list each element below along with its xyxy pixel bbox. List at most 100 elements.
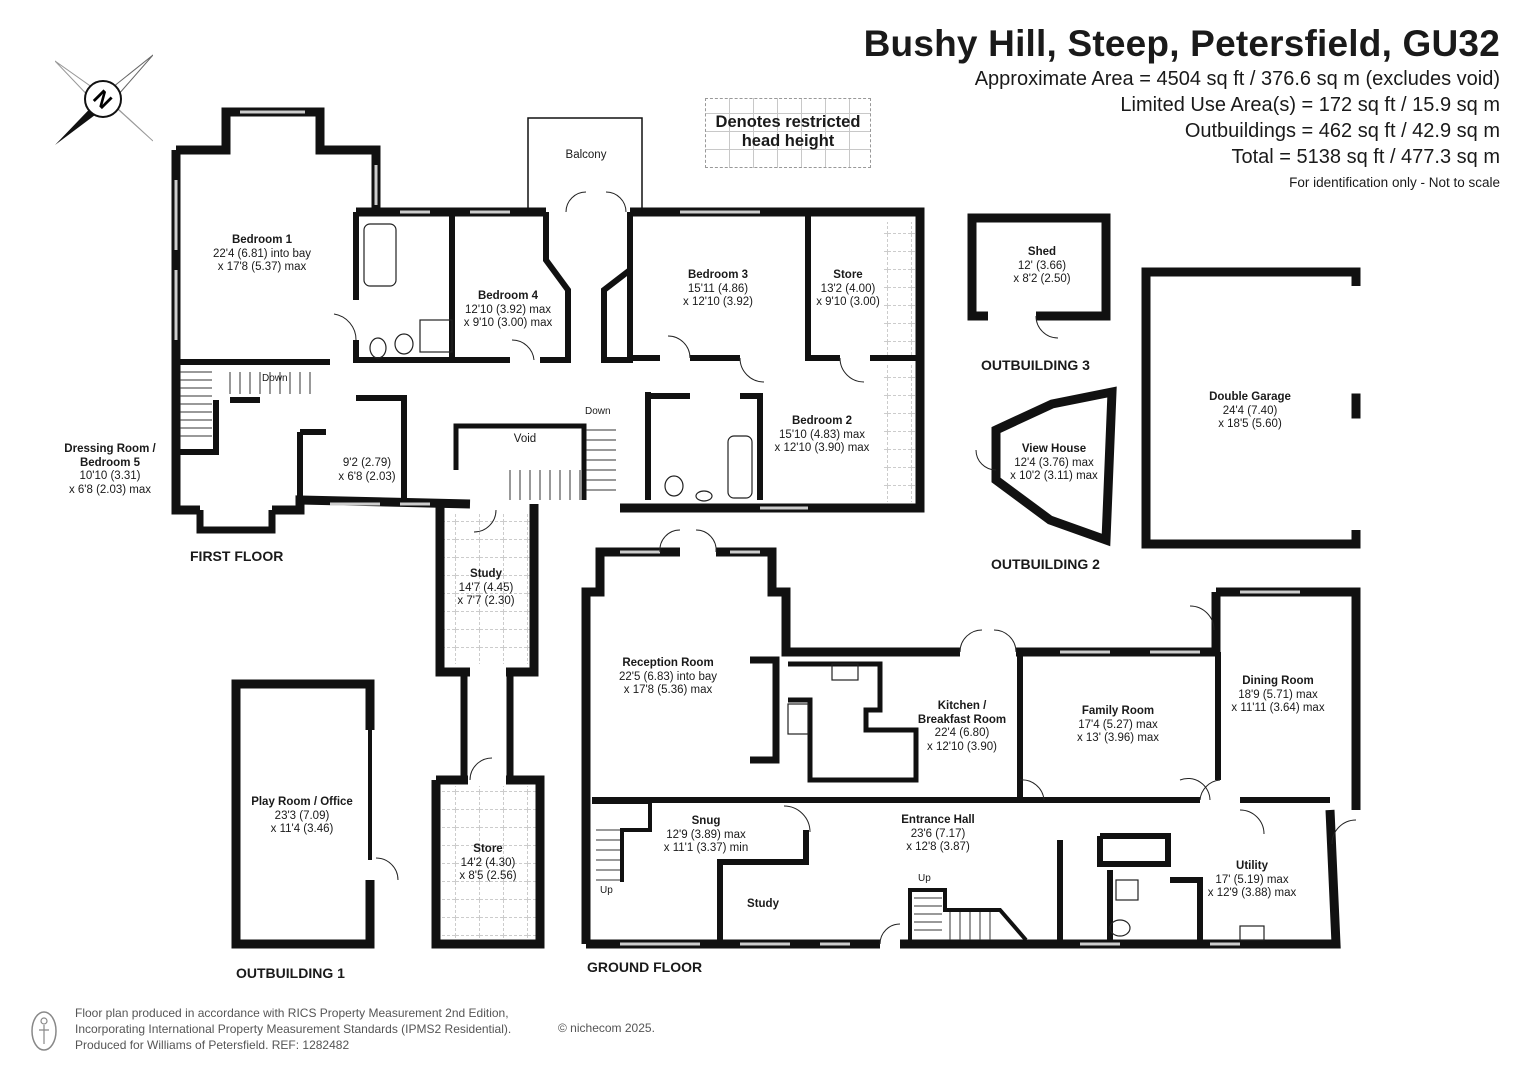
legend-text: Denotes restricted head height [715, 113, 861, 150]
room-dims: x 11'11 (3.64) max [1231, 702, 1325, 714]
room-dims: 18'9 (5.71) max [1238, 688, 1318, 701]
room-small-room: 9'2 (2.79) x 6'8 (2.03) [338, 457, 395, 484]
room-dims: x 6'8 (2.03) [338, 470, 396, 483]
room-dims: x 12'10 (3.90) max [774, 442, 870, 454]
room-dims: x 8'2 (2.50) [1013, 273, 1071, 285]
scale-note: For identification only - Not to scale [1289, 175, 1500, 190]
room-dims: x 6'8 (2.03) max [68, 483, 152, 496]
room-dims: 9'2 (2.79) [342, 457, 392, 469]
room-name: Reception Room [622, 657, 714, 669]
room-dims: 15'10 (4.83) max [779, 428, 865, 441]
restricted-height-legend: Denotes restricted head height [705, 98, 871, 168]
stairs-down-label: Down [262, 373, 288, 384]
room-play-room: Play Room / Office 23'3 (7.09) x 11'4 (3… [251, 796, 353, 837]
room-dims: x 9'10 (3.00) [816, 296, 880, 308]
person-icon [30, 1010, 58, 1052]
room-name: Study [747, 898, 779, 910]
room-store-first-floor: Store 13'2 (4.00) x 9'10 (3.00) [816, 269, 880, 310]
room-name: Breakfast Room [917, 713, 1007, 726]
room-dims: x 12'10 (3.92) [683, 296, 753, 308]
door-swings [333, 191, 1357, 945]
room-name: Bedroom 4 [477, 290, 539, 302]
room-name: Balcony [565, 149, 607, 161]
area-total: Total = 5138 sq ft / 477.3 sq m [1231, 146, 1501, 168]
room-name: Shed [1027, 246, 1057, 258]
restricted-area [440, 786, 537, 938]
room-bedroom-4: Bedroom 4 12'10 (3.92) max x 9'10 (3.00)… [464, 290, 553, 331]
room-name: Kitchen / [937, 700, 987, 712]
room-dims: 24'4 (7.40) [1222, 404, 1278, 417]
room-name: Void [513, 433, 537, 445]
room-dims: 22'5 (6.83) into bay [618, 670, 718, 683]
compass-rose-icon: N [54, 53, 154, 148]
floor-label-outbuilding-2: OUTBUILDING 2 [991, 556, 1100, 572]
footer-line: Incorporating International Property Mea… [75, 1022, 512, 1036]
room-dims: x 17'8 (5.37) max [217, 261, 307, 273]
room-dims: 14'2 (4.30) [460, 856, 516, 869]
outbuilding2-walls [991, 386, 1117, 547]
room-shed: Shed 12' (3.66) x 8'2 (2.50) [1013, 246, 1070, 287]
room-utility: Utility 17' (5.19) max x 12'9 (3.88) max [1208, 860, 1297, 901]
room-snug: Snug 12'9 (3.89) max x 11'1 (3.37) min [664, 815, 748, 856]
room-dims: 12' (3.66) [1017, 259, 1067, 272]
room-dims: x 11'4 (3.46) [270, 823, 334, 835]
room-dims: 15'11 (4.86) [687, 282, 749, 295]
room-bedroom-3: Bedroom 3 15'11 (4.86) x 12'10 (3.92) [683, 269, 753, 310]
floor-label-outbuilding-3: OUTBUILDING 3 [981, 357, 1090, 373]
room-family: Family Room 17'4 (5.27) max x 13' (3.96)… [1077, 705, 1159, 746]
room-name: Study [470, 568, 502, 580]
room-name: Utility [1236, 860, 1268, 872]
walls-study [431, 504, 545, 949]
room-store-ground: Store 14'2 (4.30) x 8'5 (2.56) [459, 843, 516, 884]
outbuilding1-walls [231, 679, 375, 949]
room-dims: x 12'8 (3.87) [906, 841, 970, 853]
room-dims: 17' (5.19) max [1215, 873, 1289, 886]
restricted-area [882, 364, 916, 502]
room-dims: 13'2 (4.00) [820, 282, 876, 295]
stairs-down-label: Down [585, 406, 611, 417]
footer-notes: Floor plan produced in accordance with R… [75, 1005, 511, 1053]
room-dims: x 8'5 (2.56) [459, 870, 517, 882]
footer-line: Produced for Williams of Petersfield. RE… [75, 1038, 350, 1052]
room-view-house: View House 12'4 (3.76) max x 10'2 (3.11)… [1010, 443, 1098, 484]
room-dims: x 7'7 (2.30) [457, 595, 515, 607]
area-limited-use: Limited Use Area(s) = 172 sq ft / 15.9 s… [1120, 94, 1500, 116]
room-dims: 10'10 (3.31) [79, 470, 141, 482]
stairs-up-label: Up [918, 873, 931, 884]
stair-treads [180, 371, 991, 940]
room-name: Store [833, 269, 863, 281]
garage-walls [1141, 267, 1361, 549]
room-dims: x 12'10 (3.90) [927, 740, 997, 753]
room-name: Store [473, 843, 503, 855]
copyright: © nichecom 2025. [558, 1021, 655, 1035]
room-entrance-hall: Entrance Hall 23'6 (7.17) x 12'8 (3.87) [901, 814, 975, 855]
room-dims: 12'10 (3.92) max [465, 303, 551, 316]
room-dims: 14'7 (4.45) [458, 581, 514, 594]
bathroom-fixtures [363, 223, 1265, 941]
room-name: Bedroom 1 [231, 234, 293, 246]
room-name: Play Room / Office [251, 796, 353, 808]
restricted-area [882, 222, 916, 356]
room-balcony: Balcony [566, 149, 607, 163]
room-name: Snug [691, 815, 721, 827]
room-dims: x 13' (3.96) max [1076, 732, 1160, 744]
room-dims: x 17'8 (5.36) max [623, 684, 713, 696]
room-bedroom-2: Bedroom 2 15'10 (4.83) max x 12'10 (3.90… [775, 415, 870, 456]
room-name: Dining Room [1242, 675, 1314, 687]
room-study-upper: Study 14'7 (4.45) x 7'7 (2.30) [457, 568, 514, 609]
room-study-ground: Study [747, 898, 779, 912]
room-void: Void [514, 433, 536, 447]
room-dims: 12'9 (3.89) max [666, 828, 746, 841]
room-dims: 23'3 (7.09) [274, 809, 330, 822]
room-dims: 12'4 (3.76) max [1014, 456, 1094, 469]
room-name: Bedroom 3 [687, 269, 749, 281]
room-dressing-room: Dressing Room / Bedroom 5 10'10 (3.31) x… [64, 443, 155, 497]
room-dining: Dining Room 18'9 (5.71) max x 11'11 (3.6… [1231, 675, 1324, 716]
room-name: Entrance Hall [901, 814, 975, 826]
floor-label-ground: GROUND FLOOR [587, 959, 703, 975]
room-dims: x 18'5 (5.60) [1218, 418, 1282, 430]
room-name: Double Garage [1209, 391, 1291, 403]
room-dims: 17'4 (5.27) max [1078, 718, 1158, 731]
plan-header: Bushy Hill, Steep, Petersfield, GU32 App… [864, 22, 1500, 194]
